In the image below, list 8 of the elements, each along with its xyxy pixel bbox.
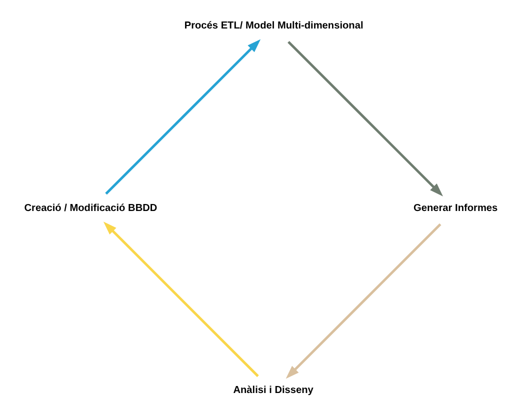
arrow bbox=[102, 222, 258, 378]
node-text: Anàlisi i Disseny bbox=[232, 385, 313, 396]
node-text: Generar Informes bbox=[413, 202, 498, 214]
arrow bbox=[287, 40, 442, 196]
node-text: Procés ETL/ Model Multi-dimensional bbox=[184, 20, 363, 32]
arrow bbox=[285, 223, 441, 379]
arrow bbox=[104, 39, 260, 195]
node-text: Creació / Modificació BBDD bbox=[24, 202, 157, 214]
